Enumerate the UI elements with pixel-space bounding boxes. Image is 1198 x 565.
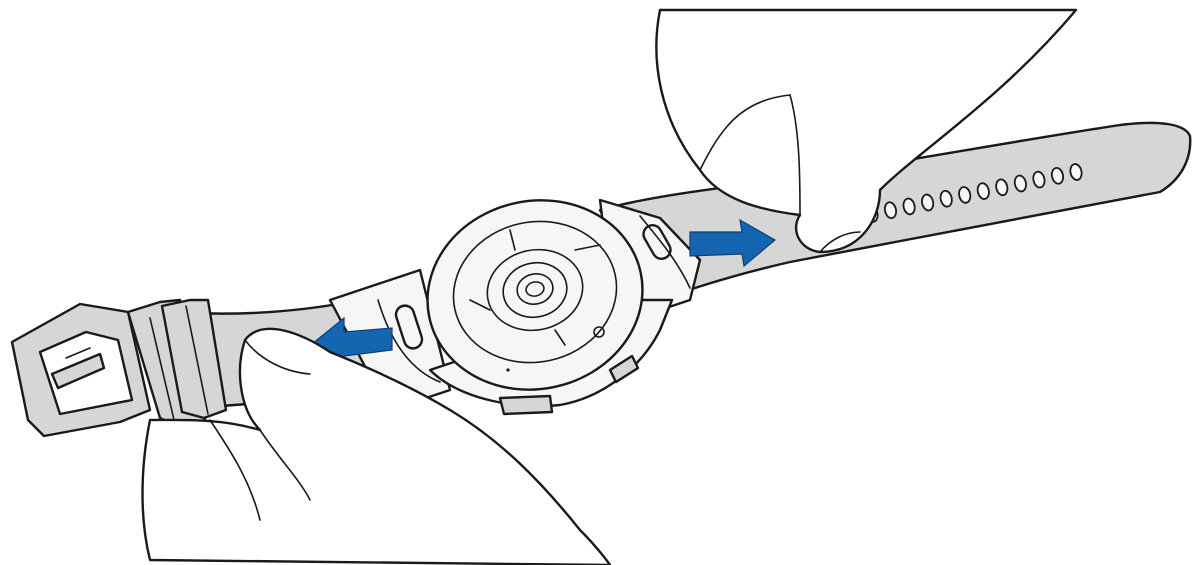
strap-hole: [883, 201, 898, 220]
strap-hole: [976, 182, 990, 200]
release-arrow-right: [689, 218, 777, 268]
side-button-bottom: [498, 394, 554, 416]
sensor-dot: [593, 326, 605, 338]
strap-hole: [1069, 163, 1083, 181]
strap-hole: [1013, 174, 1027, 193]
strap-hole: [1050, 166, 1065, 185]
buckle: [10, 302, 152, 438]
strap-hole: [921, 193, 935, 212]
strap-hole: [939, 189, 953, 208]
strap-hole: [902, 197, 916, 216]
left-hand: [141, 327, 612, 565]
strap-hole: [995, 178, 1009, 197]
strap-hole: [958, 186, 972, 204]
mic-hole: [506, 368, 510, 372]
right-hand: [655, 8, 1078, 254]
side-button-right: [608, 354, 640, 384]
release-pin-left: [394, 304, 424, 350]
strap-hole: [1032, 170, 1046, 189]
